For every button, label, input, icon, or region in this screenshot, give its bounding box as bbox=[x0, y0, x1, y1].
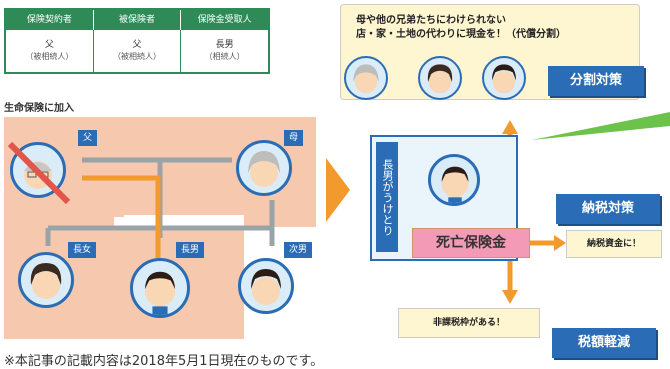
cell-policyholder: 父 （被相続人） bbox=[6, 30, 94, 72]
header-beneficiary: 保険金受取人 bbox=[197, 15, 252, 25]
speech-daughter-face-icon bbox=[427, 64, 453, 94]
eldest-son-face-icon bbox=[144, 271, 176, 315]
speech-son-avatar bbox=[482, 56, 526, 100]
eldest-son-avatar bbox=[130, 258, 190, 318]
policy-table-header: 保険契約者 被保険者 保険金受取人 bbox=[6, 10, 268, 30]
section-label: 生命保険に加入 bbox=[4, 103, 74, 114]
tag-father: 父 bbox=[78, 130, 98, 146]
heir-face-icon bbox=[441, 166, 469, 203]
header-insured: 被保険者 bbox=[94, 10, 182, 30]
cross-out-icon bbox=[7, 141, 71, 205]
cell-insured-value: 父 bbox=[132, 40, 142, 50]
tag-eldest-son: 長男 bbox=[176, 242, 205, 258]
speech-line-2: 店・家・土地の代わりに現金を！（代償分割） bbox=[356, 29, 566, 40]
header-policyholder: 保険契約者 bbox=[6, 10, 94, 30]
cell-policyholder-role: （被相続人） bbox=[25, 52, 74, 61]
cell-beneficiary-role: （相続人） bbox=[204, 52, 245, 61]
arrow-down-head bbox=[502, 290, 518, 304]
mother-face-icon bbox=[248, 151, 280, 187]
tag-mother: 母 bbox=[284, 130, 304, 146]
death-benefit-box: 死亡保険金 bbox=[412, 228, 530, 258]
badge-tax-payment: 納税対策 bbox=[556, 194, 660, 224]
speech-text: 母や他の兄弟たちにわけられない 店・家・土地の代わりに現金を！（代償分割） bbox=[356, 14, 616, 42]
speech-line-1: 母や他の兄弟たちにわけられない bbox=[356, 15, 506, 26]
green-divider bbox=[532, 112, 670, 140]
speech-daughter-avatar bbox=[418, 56, 462, 100]
heir-avatar bbox=[428, 154, 480, 206]
tag-second-son: 次男 bbox=[284, 242, 313, 258]
speech-mother-face-icon bbox=[353, 64, 379, 94]
policy-table: 保険契約者 被保険者 保険金受取人 父 （被相続人） 父 （被相続人） 長男 （… bbox=[4, 8, 270, 74]
mother-avatar bbox=[236, 140, 292, 196]
cell-insured: 父 （被相続人） bbox=[94, 30, 182, 72]
eldest-daughter-avatar bbox=[18, 252, 74, 308]
cell-beneficiary-value: 長男 bbox=[215, 40, 234, 50]
cell-policyholder-value: 父 bbox=[44, 40, 54, 50]
badge-division: 分割対策 bbox=[548, 66, 644, 96]
heir-vertical-label: 長男がうけとり bbox=[376, 142, 398, 252]
second-son-avatar bbox=[238, 258, 294, 314]
tax-exempt-note: 非課税枠がある！ bbox=[398, 308, 540, 338]
orange-father-to-son bbox=[82, 175, 161, 258]
speech-mother-avatar bbox=[344, 56, 388, 100]
policy-table-row: 父 （被相続人） 父 （被相続人） 長男 （相続人） bbox=[6, 30, 268, 72]
big-arrow bbox=[326, 158, 350, 222]
badge-tax-reduction: 税額軽減 bbox=[552, 328, 656, 358]
cell-beneficiary: 長男 （相続人） bbox=[181, 30, 268, 72]
arrow-right-head bbox=[554, 235, 566, 251]
tag-eldest-daughter: 長女 bbox=[68, 242, 97, 258]
speech-son-face-icon bbox=[492, 64, 516, 94]
footnote: ※本記事の記載内容は2018年5月1日現在のものです。 bbox=[4, 354, 324, 369]
daughter-face-icon bbox=[30, 263, 62, 299]
arrow-up-head bbox=[502, 120, 518, 134]
tax-payment-note: 納税資金に！ bbox=[566, 230, 662, 258]
second-son-face-icon bbox=[251, 269, 281, 305]
cell-insured-role: （被相続人） bbox=[113, 52, 161, 61]
